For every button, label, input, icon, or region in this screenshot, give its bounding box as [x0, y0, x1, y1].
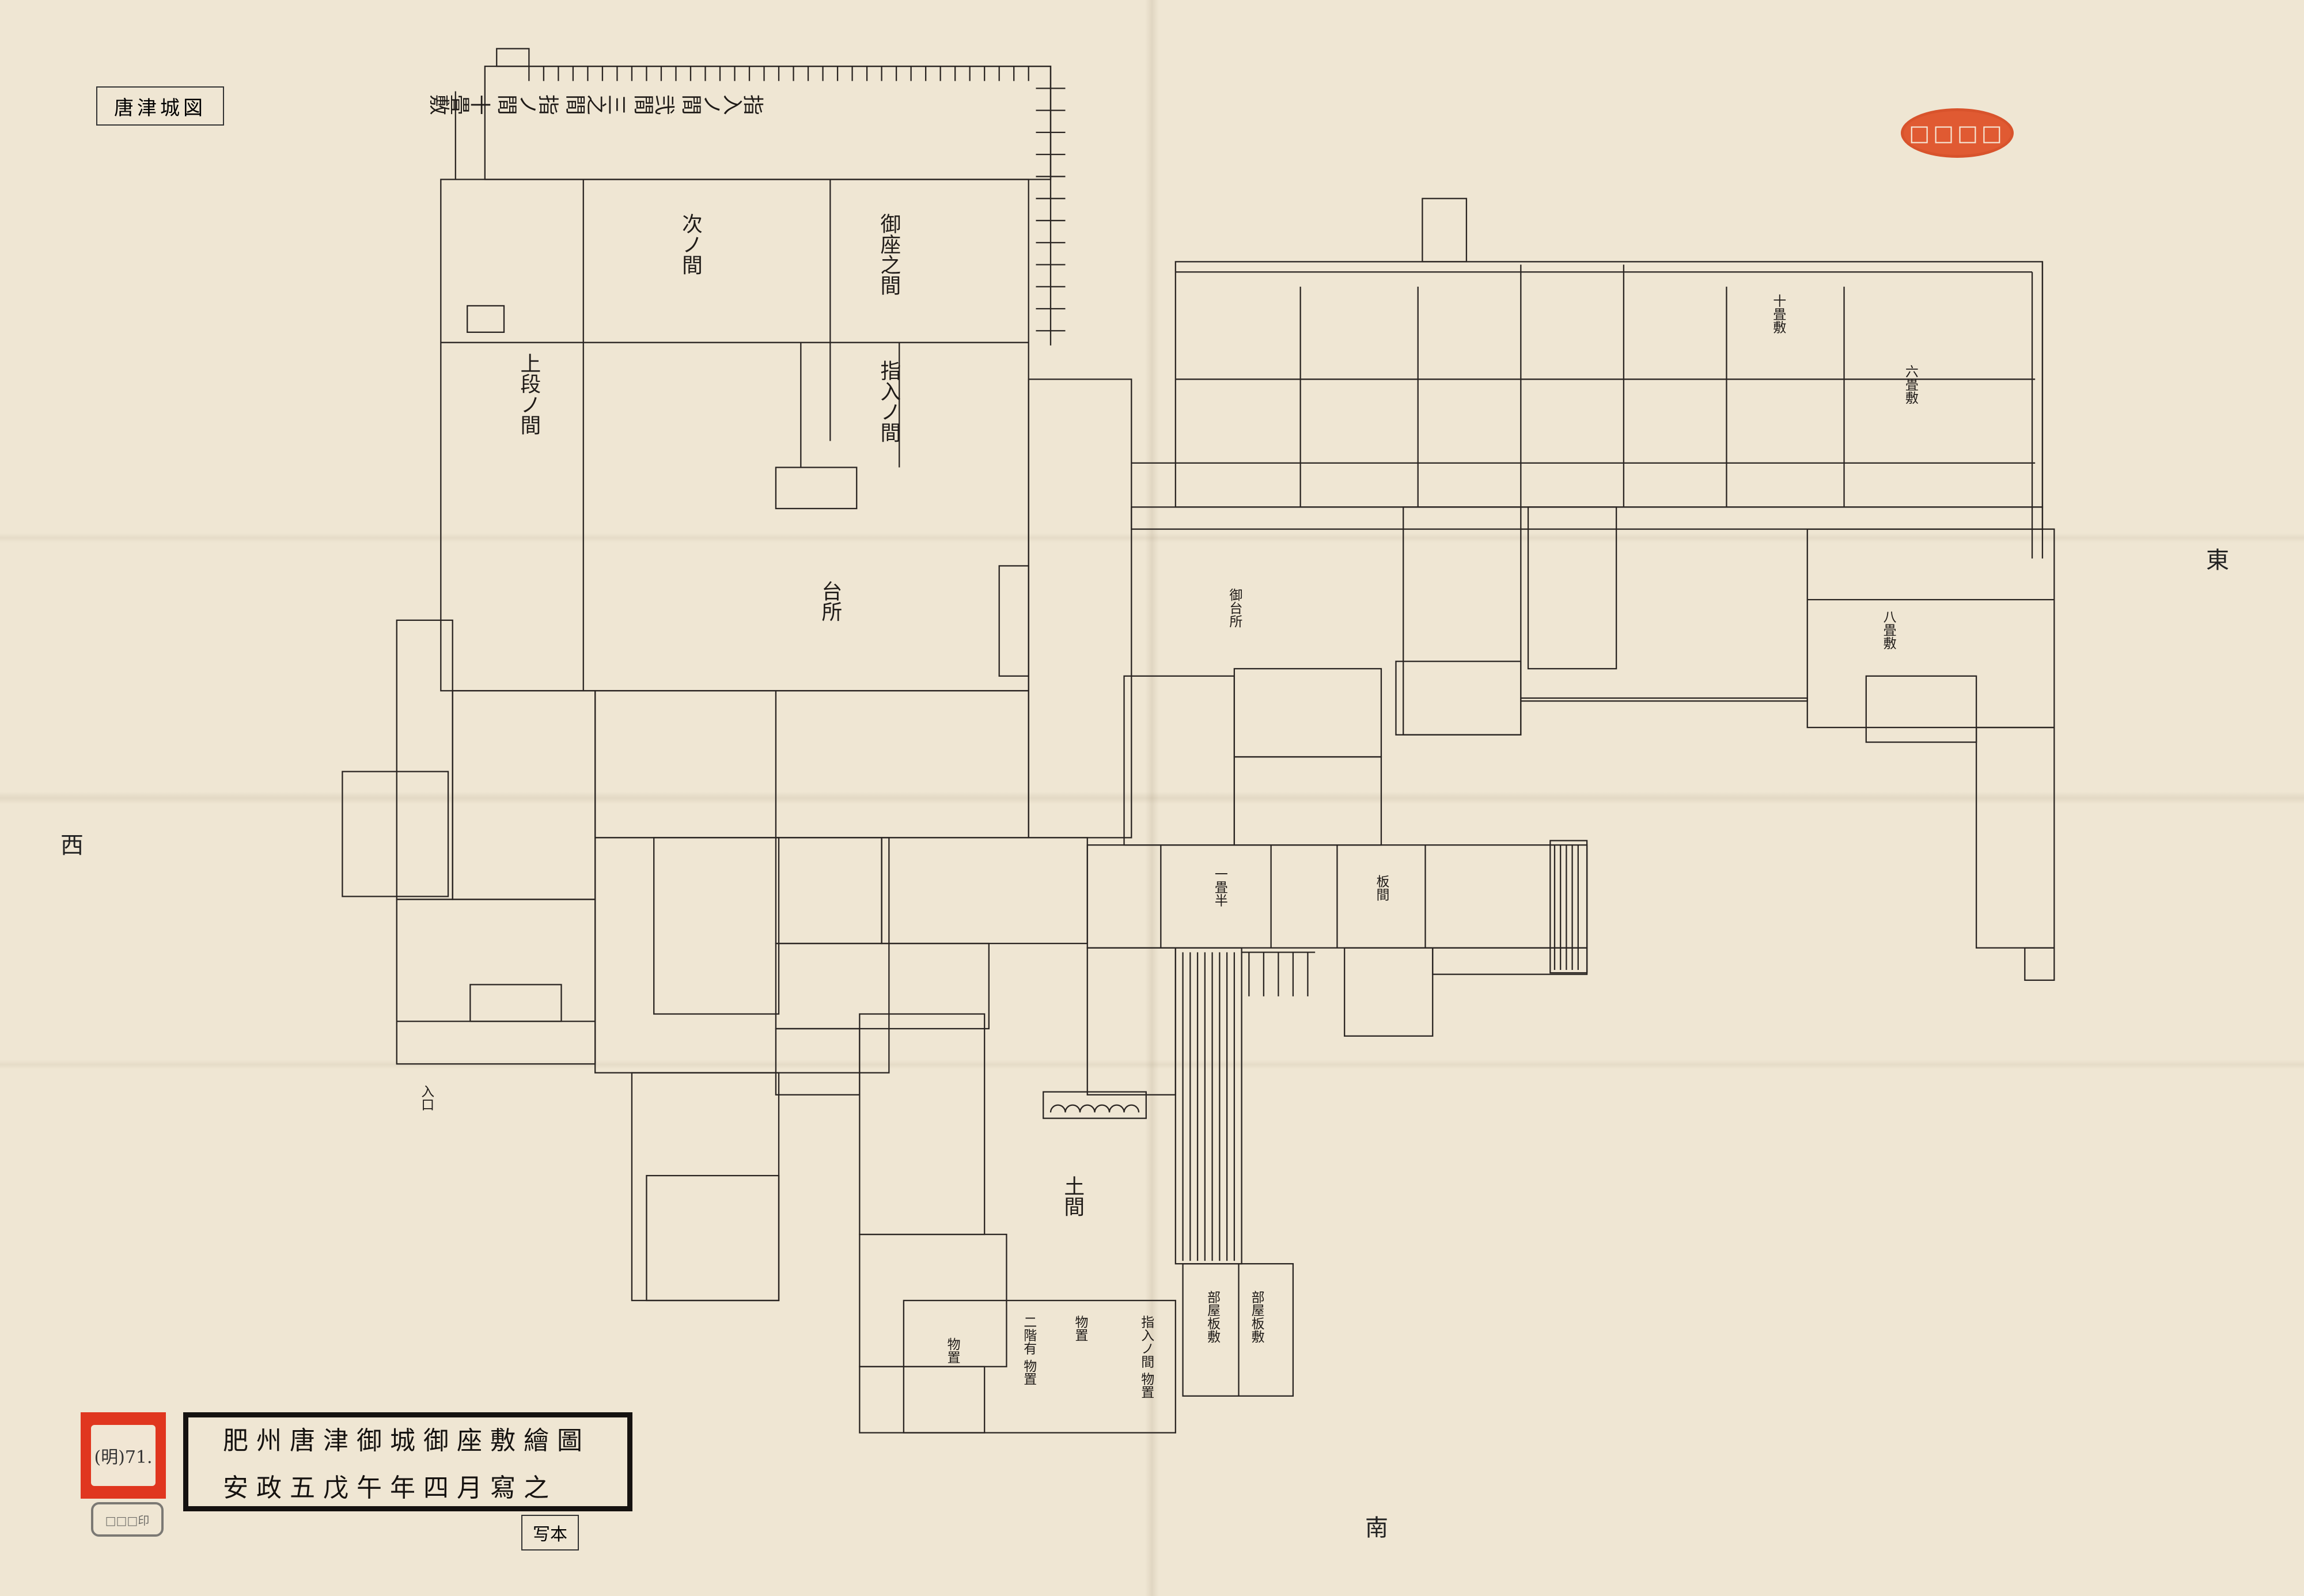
north-east-complex — [1131, 198, 2055, 981]
compass-west: 西 — [60, 832, 84, 859]
room-label: 台所 — [818, 581, 842, 621]
room-label: 板間 — [1374, 874, 1389, 901]
room-label: 部屋板敷 — [1249, 1290, 1264, 1343]
compass-south: 南 — [1365, 1515, 1388, 1541]
south-east-block — [1086, 661, 1588, 1397]
room-label: 一畳半 — [1212, 867, 1227, 907]
gray-stamp: □□□印 — [91, 1502, 164, 1537]
room-label: 指入ノ間 物置 — [1139, 1315, 1154, 1398]
room-label: 御台所 — [1227, 588, 1242, 628]
catalog-label: (明)71. — [81, 1412, 166, 1499]
room-label: 入口 — [419, 1085, 434, 1111]
room-label: 指入ノ間 弐間 三之間 指ノ間 十畳敷 — [429, 91, 764, 115]
date-line: 安政五戊午年四月寫之 — [223, 1473, 557, 1503]
room-label-doma: 土間 — [1061, 1176, 1085, 1216]
north-west-wing — [440, 48, 1066, 692]
room-label: 物置 — [945, 1337, 960, 1364]
copy-note: 写本 — [521, 1515, 579, 1550]
room-label: 六畳敷 — [1903, 365, 1918, 404]
room-label: 次ノ間 — [679, 213, 702, 275]
title-line: 肥州唐津御城御座敷繪圖 — [223, 1426, 590, 1455]
west-wing — [342, 619, 596, 1065]
room-label: 御座之間 — [877, 213, 901, 295]
compass-east: 東 — [2206, 547, 2229, 574]
room-label: 八畳敷 — [1881, 610, 1896, 650]
catalog-number: (明)71. — [91, 1425, 156, 1486]
room-label: 十畳敷 — [1771, 294, 1786, 333]
central-block — [594, 378, 1176, 1434]
corner-label: 唐津城図 — [96, 86, 224, 126]
red-oval-seal: □□□□ — [1901, 108, 2014, 158]
room-label: 二階有 物置 — [1021, 1315, 1037, 1385]
room-label: 部屋板敷 — [1205, 1290, 1221, 1343]
room-label: 指入ノ間 — [877, 360, 901, 442]
title-cartouche: 肥州唐津御城御座敷繪圖 安政五戊午年四月寫之 — [183, 1412, 632, 1511]
room-label: 物置 — [1073, 1315, 1088, 1341]
room-label: 上段ノ間 — [517, 353, 541, 435]
